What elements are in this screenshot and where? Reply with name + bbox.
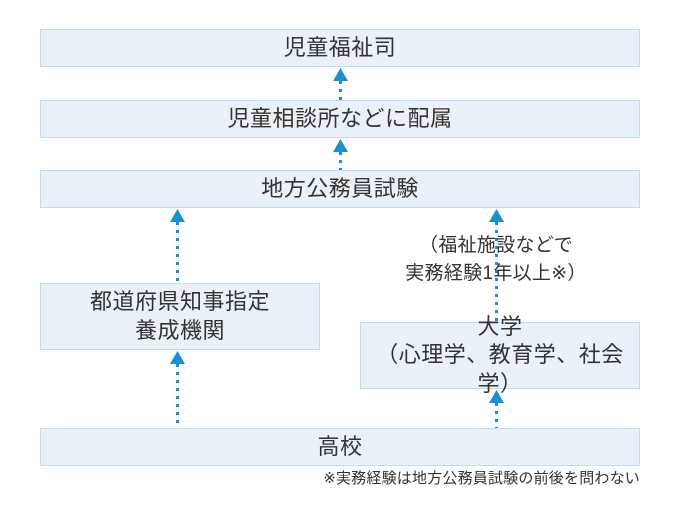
arrow-up-icon	[488, 209, 504, 322]
node-label: 児童相談所などに配属	[227, 105, 453, 131]
arrow-up-icon	[332, 68, 348, 100]
arrow-connector	[332, 68, 348, 100]
node-jido-fukushi-shi: 児童福祉司	[40, 29, 640, 67]
arrow-connector	[169, 209, 185, 283]
arrow-up-icon	[332, 139, 348, 170]
arrow-connector	[488, 390, 504, 428]
node-daigaku: 大学 （心理学、教育学、社会学）	[360, 314, 640, 396]
arrow-connector	[488, 209, 504, 322]
node-label: 都道府県知事指定 養成機関	[89, 288, 270, 343]
arrow-up-icon	[169, 351, 185, 428]
node-chiho-komuin-shiken: 地方公務員試験	[40, 170, 640, 208]
arrow-connector	[169, 351, 185, 428]
node-todofuken-chiji-shitei-yosei-kikan: 都道府県知事指定 養成機関	[40, 283, 320, 350]
node-label: 高校	[317, 433, 363, 459]
node-label: 地方公務員試験	[261, 175, 419, 201]
arrow-up-icon	[169, 209, 185, 283]
annotation-jitsumu-keiken-note: （福祉施設などで 実務経験1年以上※）	[405, 235, 587, 284]
node-label: 大学 （心理学、教育学、社会学）	[376, 313, 624, 396]
node-koko: 高校	[40, 428, 640, 466]
node-jido-sodanjo-haizoku: 児童相談所などに配属	[40, 100, 640, 138]
node-label: 児童福祉司	[283, 34, 397, 60]
footnote-jitsumu-keiken-footnote: ※実務経験は地方公務員試験の前後を問わない	[323, 470, 640, 487]
arrow-connector	[332, 139, 348, 170]
arrow-up-icon	[488, 390, 504, 428]
